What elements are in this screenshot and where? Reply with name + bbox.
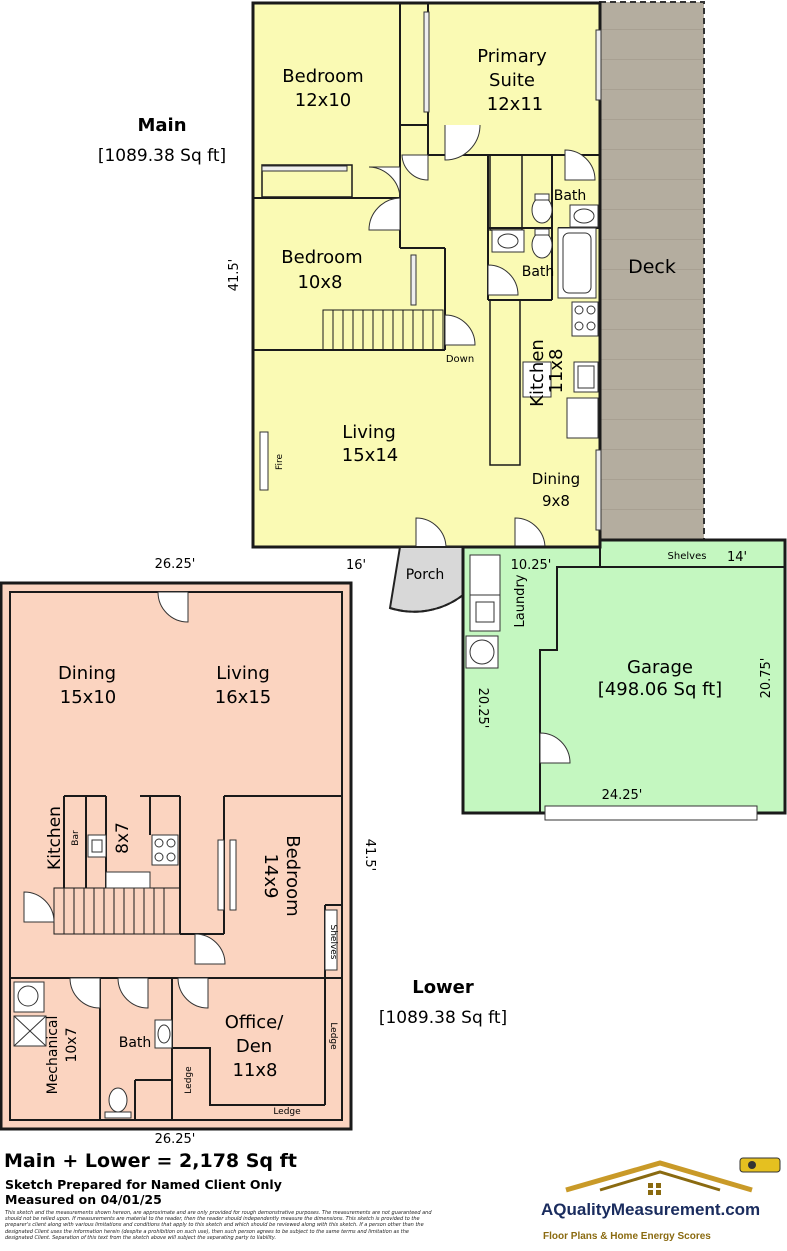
- bath1-label: Bath: [554, 188, 587, 204]
- logo-tagline: Floor Plans & Home Energy Scores: [543, 1231, 711, 1242]
- lower-title: Lower: [412, 977, 474, 998]
- garage-area: [498.06 Sq ft]: [598, 679, 722, 700]
- office-name1: Office/: [225, 1012, 285, 1033]
- deck-label: Deck: [628, 256, 676, 278]
- prepared-note: Sketch Prepared for Named Client Only: [5, 1177, 282, 1192]
- garage-dim-bottom: 24.25': [602, 788, 643, 803]
- total-area: Main + Lower = 2,178 Sq ft: [4, 1150, 297, 1172]
- lower-dim-bottom: 26.25': [155, 1132, 196, 1147]
- primary-size: 12x11: [487, 94, 543, 115]
- lower-living-name: Living: [216, 663, 270, 684]
- primary-name1: Primary: [477, 46, 547, 67]
- lower-kitchen-name: Kitchen: [45, 806, 65, 870]
- bedroom2-size: 10x8: [297, 272, 342, 293]
- bar-label: Bar: [71, 830, 81, 846]
- lower-bath-label: Bath: [119, 1035, 152, 1051]
- mechanical-size: 10x7: [64, 1027, 80, 1062]
- garage-dim-top-right: 14': [727, 550, 747, 565]
- lower-bedroom-name: Bedroom: [282, 835, 303, 916]
- main-floor: Bedroom 12x10 Primary Suite 12x11 Bath B…: [251, 1, 602, 549]
- main-kitchen-name: Kitchen: [527, 339, 548, 407]
- disclaimer-text: This sketch and the measurements shown h…: [5, 1210, 432, 1241]
- main-dining-size: 9x8: [542, 492, 570, 510]
- bedroom1-name: Bedroom: [282, 66, 363, 87]
- main-title: Main: [137, 115, 186, 136]
- bedroom1-size: 12x10: [295, 90, 351, 111]
- lower-floor: Dining 15x10 Living 16x15 Kitchen 8x7 Ba…: [0, 581, 353, 1131]
- garage-name: Garage: [627, 657, 693, 678]
- lower-dining-name: Dining: [58, 663, 116, 684]
- main-area: [1089.38 Sq ft]: [98, 146, 226, 166]
- main-dim-side: 41.5': [227, 259, 242, 292]
- logo-roof-icon: [565, 1157, 781, 1195]
- ledge3-label: Ledge: [273, 1107, 301, 1117]
- lower-dim-top: 26.25': [155, 557, 196, 572]
- laundry-label: Laundry: [513, 574, 528, 627]
- logo-name: AQualityMeasurement.com: [541, 1200, 761, 1219]
- bedroom2-name: Bedroom: [281, 247, 362, 268]
- lower-stairs: [53, 887, 181, 935]
- mechanical-name: Mechanical: [45, 1016, 61, 1095]
- lower-shelves-label: Shelves: [328, 924, 338, 959]
- measured-date: Measured on 04/01/25: [5, 1192, 162, 1207]
- lower-area: [1089.38 Sq ft]: [379, 1008, 507, 1028]
- lower-dining-size: 15x10: [60, 687, 116, 708]
- main-living-name: Living: [342, 422, 396, 443]
- main-dim-bottom: 16': [346, 558, 366, 573]
- lower-bedroom-size: 14x9: [260, 853, 281, 898]
- garage-dim-top-left: 10.25': [511, 558, 552, 573]
- main-kitchen-size: 11x8: [546, 348, 567, 393]
- porch-label: Porch: [406, 567, 445, 583]
- main-stairs: [322, 309, 444, 351]
- ledge2-label: Ledge: [184, 1066, 194, 1094]
- down-label: Down: [446, 354, 474, 365]
- main-living-size: 15x14: [342, 445, 398, 466]
- office-size: 11x8: [232, 1060, 277, 1081]
- garage-dim-right: 20.75': [759, 658, 774, 699]
- lower-dim-side: 41.5': [362, 839, 377, 872]
- primary-name2: Suite: [489, 70, 535, 91]
- office-name2: Den: [236, 1036, 272, 1057]
- porch: Porch: [388, 546, 464, 613]
- deck: Deck: [599, 1, 705, 541]
- lower-kitchen-size: 8x7: [113, 822, 133, 854]
- main-dining-name: Dining: [532, 470, 580, 488]
- fire-label: Fire: [275, 454, 285, 471]
- bath2-label: Bath: [522, 264, 555, 280]
- lower-living-size: 16x15: [215, 687, 271, 708]
- garage-dim-left: 20.25': [475, 688, 490, 729]
- garage-shelves-label: Shelves: [668, 551, 707, 562]
- garage: Laundry Shelves 14' 10.25' Garage [498.0…: [461, 538, 787, 821]
- ledge1-label: Ledge: [328, 1022, 338, 1050]
